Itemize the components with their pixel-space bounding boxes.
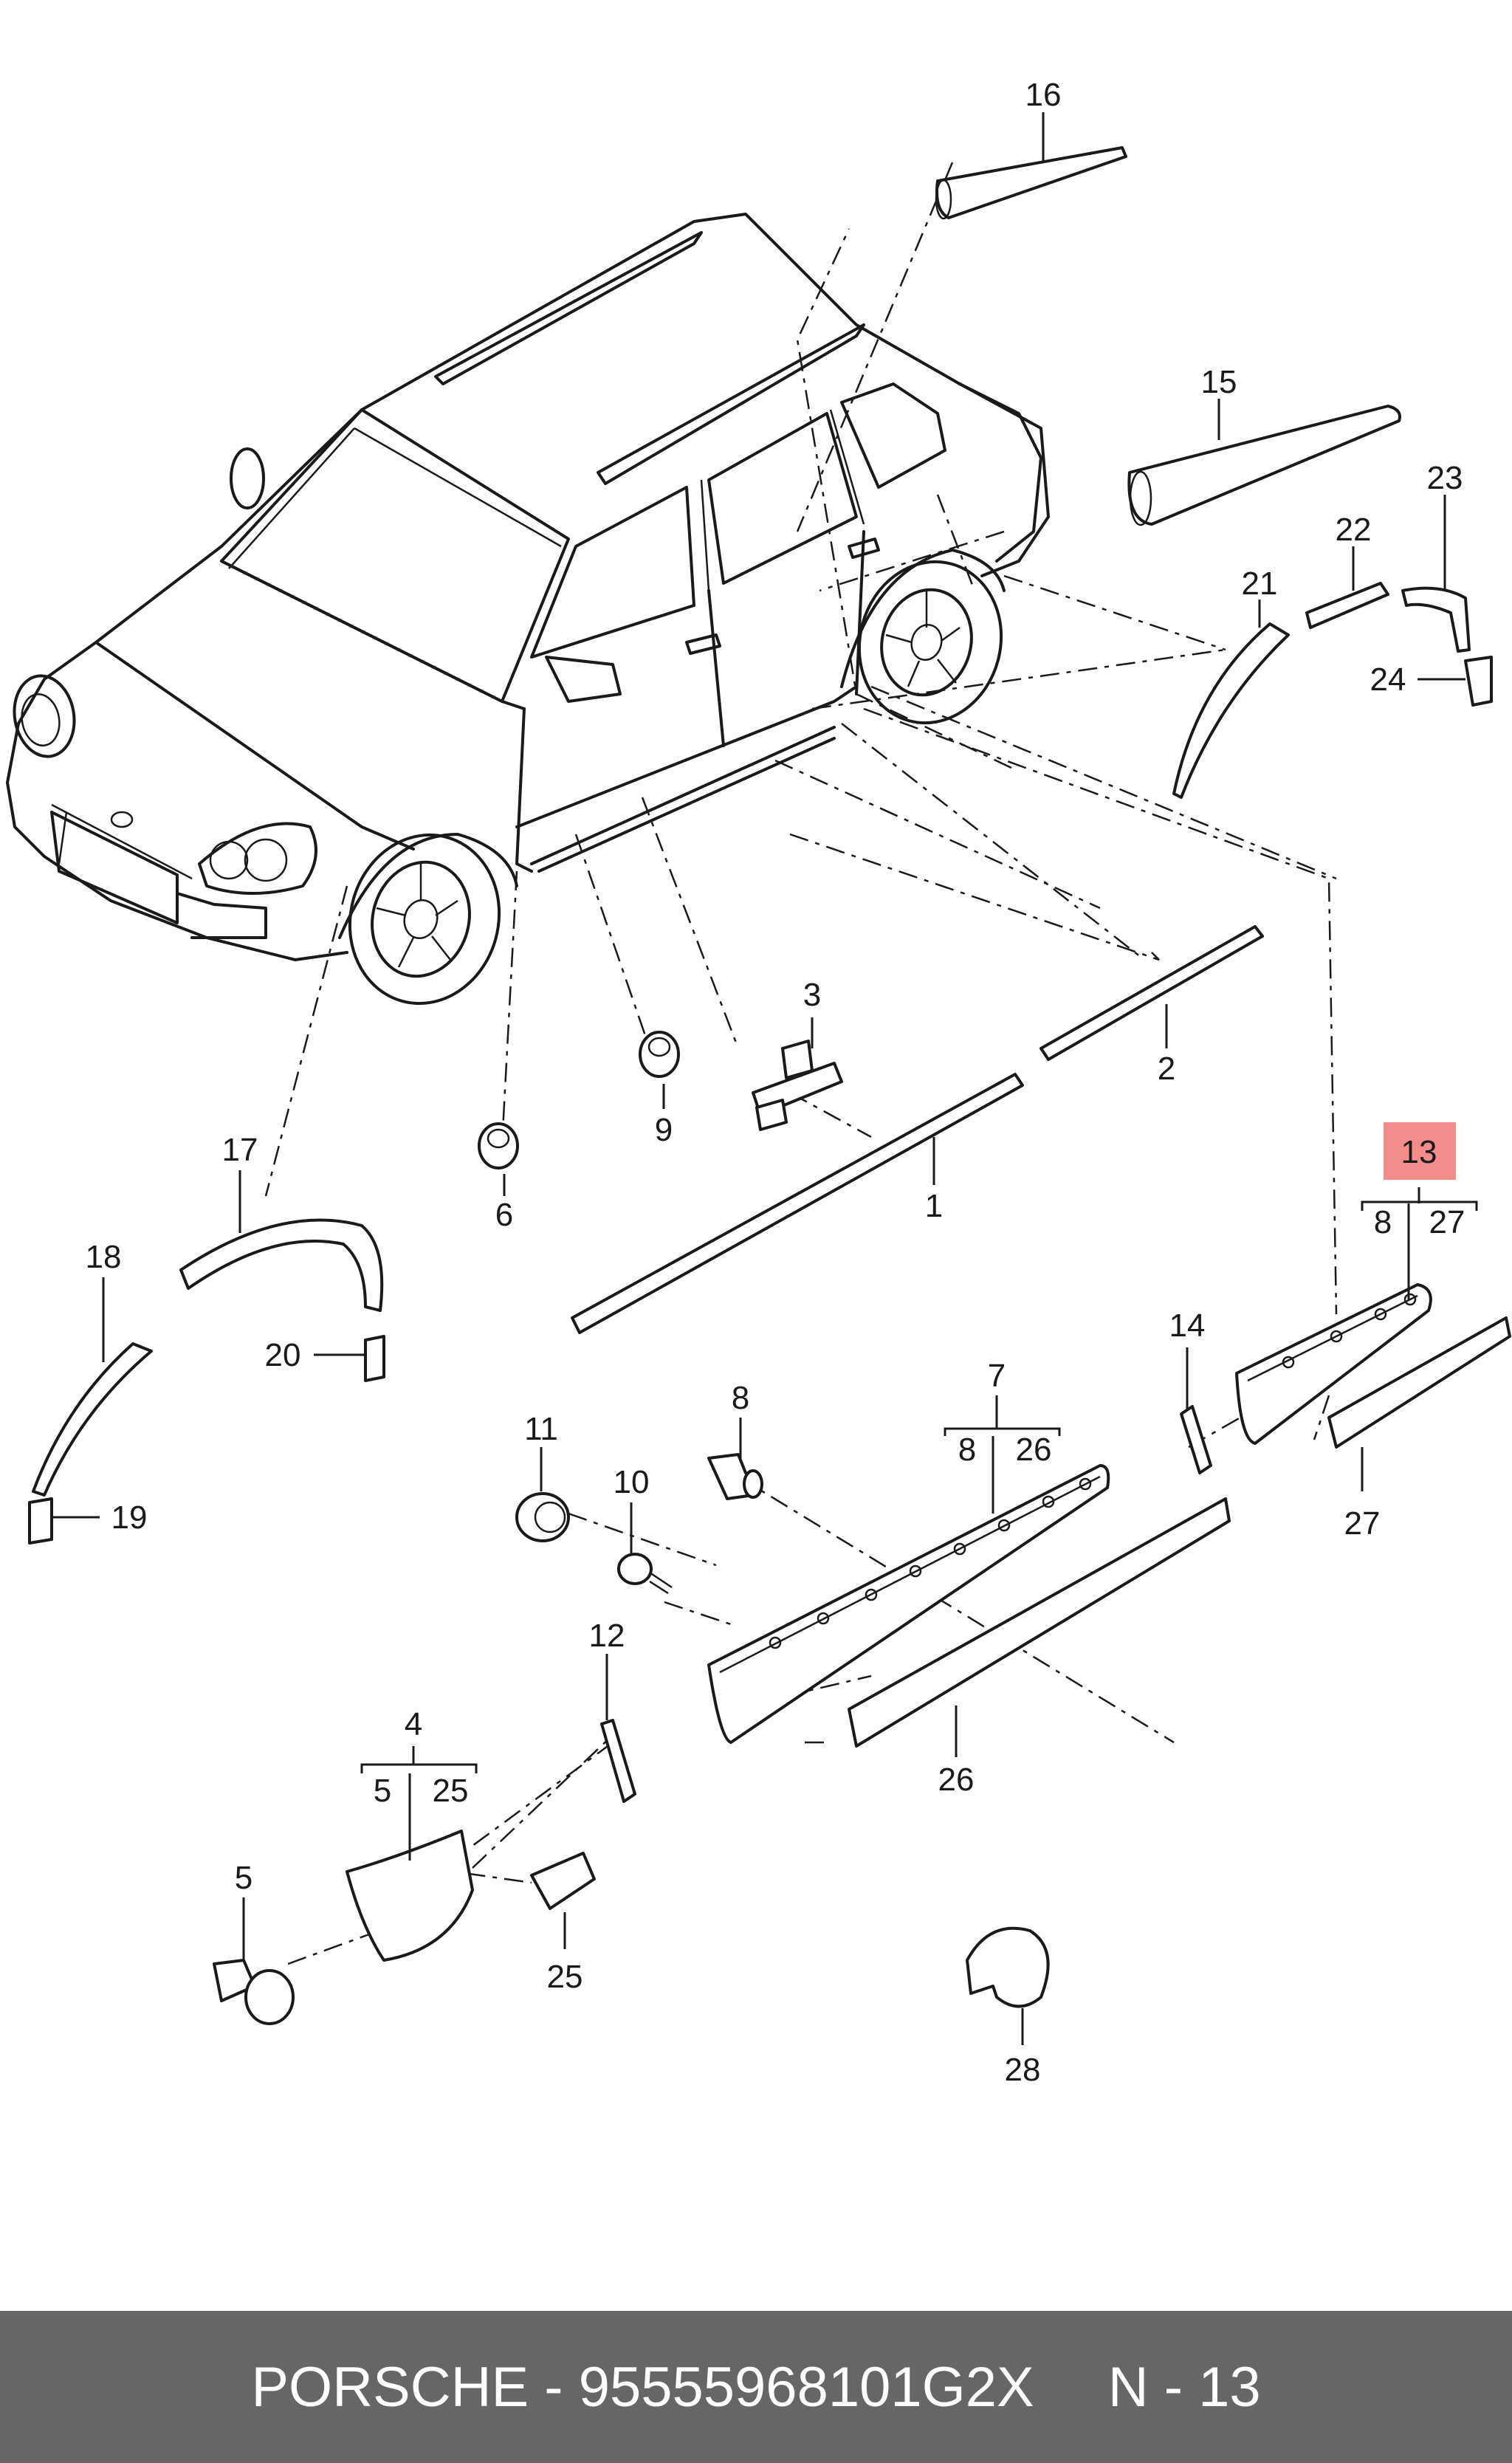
callout-7-sub-26: 26	[1016, 1432, 1052, 1468]
callout-15[interactable]: 15	[1201, 364, 1237, 400]
callout-13[interactable]: 13	[1401, 1134, 1437, 1170]
callout-12[interactable]: 12	[589, 1618, 625, 1654]
callout-1[interactable]: 1	[925, 1188, 943, 1224]
callout-11[interactable]: 11	[524, 1411, 558, 1447]
footer-page-label: N - 13	[1107, 2355, 1261, 2419]
callout-7-sub-8: 8	[958, 1432, 976, 1468]
car-illustration	[6, 213, 1050, 1006]
callout-13-sub-8: 8	[1374, 1204, 1392, 1240]
callout-22[interactable]: 22	[1336, 512, 1372, 548]
part-27	[1327, 1316, 1511, 1449]
callout-6[interactable]: 6	[495, 1197, 513, 1233]
callout-labels: 16 15 21 22 23 24 3 2 1 9 6 17 18 19 20 …	[86, 77, 1465, 2088]
footer-bar: PORSCHE - 95555968101G2X N - 13	[0, 2311, 1512, 2463]
callout-28[interactable]: 28	[1005, 2052, 1041, 2088]
part-19	[28, 1497, 53, 1545]
callout-5[interactable]: 5	[235, 1860, 252, 1896]
part-16	[935, 146, 1127, 220]
part-6	[478, 1122, 519, 1169]
part-8	[707, 1453, 763, 1500]
callout-17[interactable]: 17	[222, 1132, 258, 1168]
callout-23[interactable]: 23	[1427, 460, 1463, 496]
callout-13-sub-27: 27	[1429, 1204, 1465, 1240]
part-22	[1305, 582, 1389, 629]
part-21	[1172, 622, 1290, 799]
part-26	[848, 1497, 1231, 1748]
callout-9[interactable]: 9	[655, 1112, 673, 1148]
part-14	[1180, 1405, 1212, 1474]
part-24	[1464, 656, 1493, 707]
callout-8[interactable]: 8	[732, 1380, 749, 1416]
callout-4[interactable]: 4	[405, 1706, 422, 1742]
callout-20[interactable]: 20	[265, 1337, 301, 1373]
callout-26[interactable]: 26	[938, 1762, 975, 1798]
part-23	[1401, 586, 1471, 653]
part-17	[179, 1218, 384, 1312]
part-20	[364, 1335, 385, 1382]
callout-25[interactable]: 25	[547, 1959, 583, 1995]
part-9	[639, 1031, 680, 1078]
callout-10[interactable]: 10	[614, 1464, 650, 1500]
callout-4-sub-25: 25	[433, 1773, 469, 1809]
part-3	[752, 1040, 843, 1131]
part-13	[1235, 1283, 1432, 1445]
part-5	[213, 1959, 295, 2025]
footer-part-number: PORSCHE - 95555968101G2X	[251, 2355, 1034, 2419]
part-18	[32, 1342, 153, 1497]
callout-4-sub-5: 5	[374, 1773, 391, 1809]
connector-lines	[264, 162, 1338, 1965]
part-2	[1040, 925, 1264, 1061]
callout-7[interactable]: 7	[988, 1358, 1006, 1394]
callout-2[interactable]: 2	[1158, 1051, 1175, 1087]
part-4	[346, 1830, 474, 1962]
callout-18[interactable]: 18	[86, 1239, 122, 1275]
part-12	[600, 1719, 636, 1803]
leader-lines	[52, 112, 1478, 2045]
part-11	[515, 1492, 570, 1542]
callout-27[interactable]: 27	[1344, 1505, 1381, 1542]
part-25	[530, 1852, 596, 1910]
callout-3[interactable]: 3	[803, 977, 821, 1013]
callout-19[interactable]: 19	[111, 1500, 148, 1536]
part-1	[571, 1073, 1024, 1334]
part-10	[617, 1553, 673, 1595]
parts-diagram: 16 15 21 22 23 24 3 2 1 9 6 17 18 19 20 …	[6, 77, 1511, 2088]
callout-13-highlight	[1384, 1122, 1456, 1180]
callout-16[interactable]: 16	[1025, 77, 1062, 113]
part-7	[707, 1464, 1110, 1744]
part-15	[1127, 405, 1401, 526]
callout-21[interactable]: 21	[1242, 566, 1278, 602]
callout-24[interactable]: 24	[1370, 662, 1406, 698]
callout-14[interactable]: 14	[1169, 1308, 1206, 1344]
part-28	[966, 1926, 1050, 2008]
